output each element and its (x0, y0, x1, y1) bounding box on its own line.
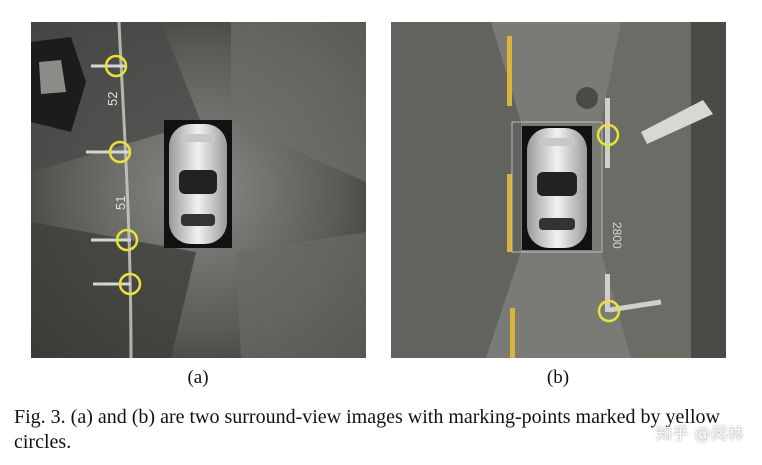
surround-view-image-b: 2800 (391, 22, 726, 358)
subfigure-label-a: (a) (187, 367, 209, 388)
ego-car-b (527, 128, 587, 248)
figure-caption: Fig. 3. (a) and (b) are two surround-vie… (14, 406, 720, 453)
marking-point-circle (597, 299, 621, 323)
watermark: 知乎 @闵林 (655, 424, 744, 443)
subfigure-label-b: (b) (546, 367, 570, 388)
marking-point-circle (115, 228, 139, 252)
marking-point-circle (104, 54, 128, 78)
surround-view-scene-b: 2800 (391, 22, 726, 358)
marking-point-circle (108, 140, 132, 164)
marking-point-circle (118, 272, 142, 296)
ego-car-a (169, 124, 227, 244)
slot-number-51: 51 (113, 196, 128, 210)
slot-number-52: 52 (105, 92, 120, 106)
slot-number-2800: 2800 (610, 222, 624, 249)
surround-view-scene-a: 52 51 (31, 22, 366, 358)
surround-view-image-a: 52 51 (31, 22, 366, 358)
marking-point-circle (596, 123, 620, 147)
